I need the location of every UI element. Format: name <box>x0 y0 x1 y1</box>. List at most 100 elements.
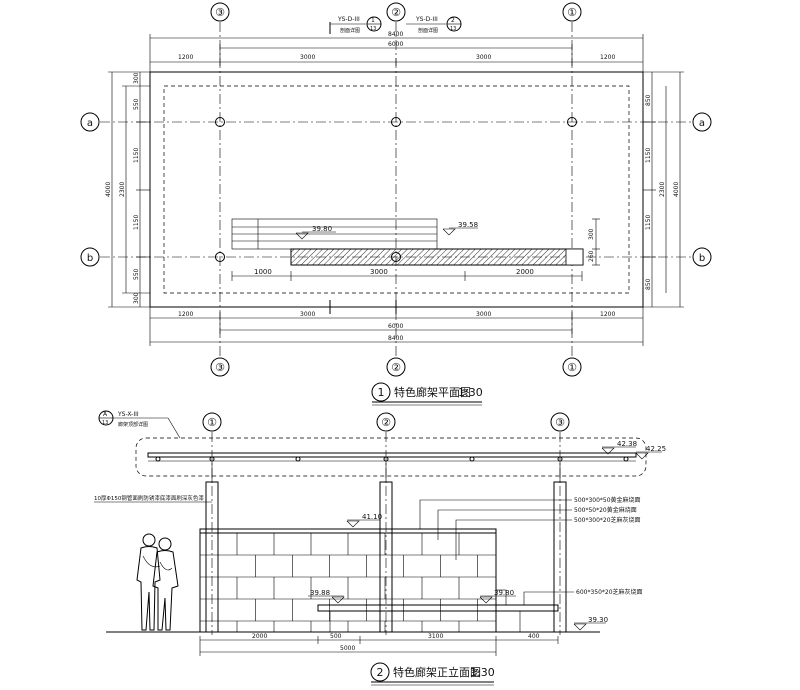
svg-text:廊架顶部详图: 廊架顶部详图 <box>118 421 148 428</box>
svg-text:3000: 3000 <box>476 311 491 318</box>
plan-axis-bubble-bottom-1: ① <box>562 357 582 377</box>
svg-text:特色廊架正立面图: 特色廊架正立面图 <box>393 665 481 679</box>
plan-title: 1 特色廊架平面图 1:30 <box>371 382 483 406</box>
plan-column <box>215 252 225 262</box>
svg-text:a: a <box>87 118 93 129</box>
svg-text:300: 300 <box>588 228 595 240</box>
svg-text:b: b <box>87 253 93 264</box>
svg-text:500*300*50黄金麻烧面: 500*300*50黄金麻烧面 <box>574 496 641 504</box>
plan-axis-bubble-right-b: b <box>692 247 712 267</box>
svg-text:2300: 2300 <box>659 182 666 197</box>
svg-text:1200: 1200 <box>600 311 615 318</box>
svg-text:2000: 2000 <box>252 633 267 640</box>
svg-text:850: 850 <box>645 278 652 290</box>
svg-text:4000: 4000 <box>673 182 680 197</box>
svg-text:YS-D-III: YS-D-III <box>415 16 438 23</box>
plan-column <box>567 117 577 127</box>
svg-text:①: ① <box>567 361 577 374</box>
svg-text:③: ③ <box>215 361 225 374</box>
plan-axis-bubble-top-2: ② <box>386 2 406 22</box>
svg-text:A: A <box>103 411 108 418</box>
svg-text:550: 550 <box>133 268 140 280</box>
svg-text:1150: 1150 <box>645 215 652 230</box>
svg-text:260: 260 <box>588 250 595 262</box>
plan-elevation-tag-1: 39.80 <box>295 225 336 240</box>
svg-text:1: 1 <box>371 17 375 24</box>
elev-level-42-25: 42.25 <box>635 445 666 460</box>
svg-text:41.10: 41.10 <box>362 513 382 521</box>
svg-text:39.80: 39.80 <box>312 225 332 233</box>
svg-text:1:30: 1:30 <box>458 386 483 399</box>
svg-text:1150: 1150 <box>133 148 140 163</box>
svg-text:剖面详图: 剖面详图 <box>418 27 438 34</box>
elev-right-notes: 500*300*50黄金麻烧面 500*50*20黄金麻烧面 500*300*2… <box>419 496 643 605</box>
svg-text:2: 2 <box>377 666 384 679</box>
plan-bench-dimensions: 1000 3000 2000 <box>231 268 583 281</box>
elev-stone-wall <box>199 528 497 633</box>
elev-axis-bubble-3: ③ <box>550 412 570 432</box>
svg-text:400: 400 <box>528 633 540 640</box>
svg-text:42.25: 42.25 <box>646 445 666 453</box>
plan-axis-bubble-left-b: b <box>80 247 100 267</box>
svg-text:13: 13 <box>450 26 456 32</box>
elev-roof-beams <box>147 452 637 462</box>
svg-text:1: 1 <box>378 386 385 399</box>
elev-level-39-30: 39.30 <box>573 616 608 631</box>
elev-level-39-88: 39.88 <box>308 589 345 604</box>
svg-text:1200: 1200 <box>178 311 193 318</box>
svg-text:500*50*20黄金麻烧面: 500*50*20黄金麻烧面 <box>574 506 637 514</box>
svg-text:③: ③ <box>215 6 225 19</box>
plan-section-cut-2: YS-D-III 2 13 剖面详图 <box>395 16 462 314</box>
plan-column <box>215 117 225 127</box>
svg-text:550: 550 <box>133 98 140 110</box>
svg-text:600*350*20芝麻灰烧面: 600*350*20芝麻灰烧面 <box>576 588 643 596</box>
svg-text:6000: 6000 <box>388 41 403 48</box>
svg-text:39.88: 39.88 <box>310 589 330 597</box>
svg-text:2300: 2300 <box>119 182 126 197</box>
svg-text:39.80: 39.80 <box>494 589 514 597</box>
plan-bottom-dimensions: 1200 3000 3000 1200 6000 8400 <box>149 307 644 346</box>
svg-text:①: ① <box>567 6 577 19</box>
svg-text:850: 850 <box>645 94 652 106</box>
plan-section-cut-1: YS-D-III 1 13 剖面详图 <box>329 16 382 314</box>
svg-text:8400: 8400 <box>388 335 403 342</box>
svg-text:②: ② <box>391 6 401 19</box>
plan-right-dimensions: 850 1150 1150 850 2300 4000 <box>643 71 684 308</box>
plan-bench-wall <box>290 248 584 266</box>
svg-text:YS-D-III: YS-D-III <box>337 16 360 23</box>
svg-text:4000: 4000 <box>105 182 112 197</box>
elev-roof-callout <box>135 437 647 477</box>
plan-axis-bubble-right-a: a <box>692 112 712 132</box>
elev-axis-bubble-2: ② <box>376 412 396 432</box>
svg-text:1:30: 1:30 <box>470 666 495 679</box>
plan-column <box>391 117 401 127</box>
svg-text:3000: 3000 <box>300 311 315 318</box>
svg-text:2000: 2000 <box>516 268 534 276</box>
svg-text:YS-X-III: YS-X-III <box>117 411 139 418</box>
svg-text:1150: 1150 <box>645 148 652 163</box>
svg-text:②: ② <box>381 416 391 429</box>
plan-seat-steps <box>231 218 438 250</box>
svg-text:②: ② <box>391 361 401 374</box>
plan-bench-side-dimensions: 300 260 <box>588 218 600 266</box>
svg-text:特色廊架平面图: 特色廊架平面图 <box>394 385 471 399</box>
elev-bench <box>317 589 559 632</box>
elev-level-39-80: 39.80 <box>479 589 516 604</box>
svg-text:3000: 3000 <box>370 268 388 276</box>
svg-text:1000: 1000 <box>254 268 272 276</box>
plan-axis-bubble-bottom-3: ③ <box>210 357 230 377</box>
svg-text:500*300*20芝麻灰烧面: 500*300*20芝麻灰烧面 <box>574 516 641 524</box>
svg-text:a: a <box>699 118 705 129</box>
elev-people-figures <box>136 533 179 631</box>
plan-outer-boundary <box>149 71 644 308</box>
plan-left-dimensions: 300 550 1150 1150 550 300 2300 4000 <box>105 71 150 308</box>
elevation-view: ① ② ③ A 13 YS-X-III 廊架顶部详图 <box>94 410 666 686</box>
elev-level-41-10: 41.10 <box>346 513 382 528</box>
svg-text:1200: 1200 <box>600 54 615 61</box>
plan-inner-boundary <box>163 85 630 294</box>
svg-text:42.38: 42.38 <box>617 440 637 448</box>
svg-text:39.58: 39.58 <box>458 221 478 229</box>
svg-text:2: 2 <box>451 17 455 24</box>
svg-text:1150: 1150 <box>133 215 140 230</box>
